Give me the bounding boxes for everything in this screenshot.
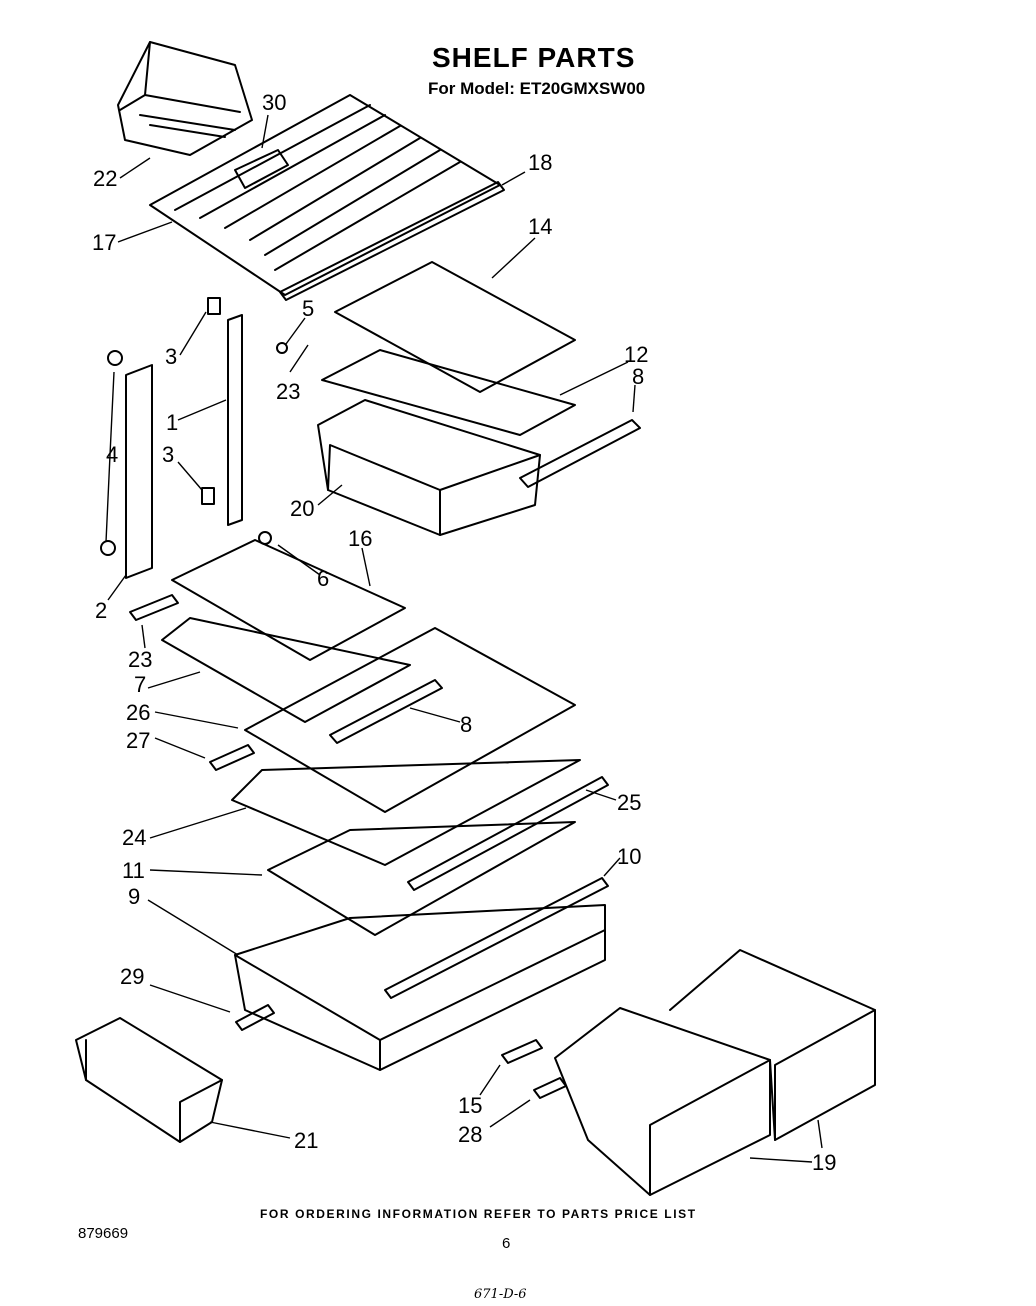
- callout-8-lower: 8: [460, 712, 472, 737]
- part-8-rail-upper: [519, 419, 641, 488]
- callout-2: 2: [95, 598, 107, 623]
- page-number: 6: [502, 1235, 511, 1252]
- callout-3-upper: 3: [165, 344, 177, 369]
- callout-14: 14: [528, 214, 552, 239]
- callout-20: 20: [290, 496, 314, 521]
- callout-29: 29: [120, 964, 144, 989]
- part-8-rail-lower: [329, 679, 443, 744]
- part-14-glass-shelf: [334, 261, 576, 393]
- callout-30: 30: [262, 90, 286, 115]
- part-21-bin: [75, 1017, 223, 1143]
- part-4-bumper-upper: [107, 350, 123, 366]
- part-3-bracket-upper: [207, 297, 221, 315]
- callout-1: 1: [166, 410, 178, 435]
- part-1-vertical-rail: [227, 314, 243, 526]
- part-22-basket: [117, 41, 253, 156]
- callout-9: 9: [128, 884, 140, 909]
- callout-23-lower: 23: [128, 647, 152, 672]
- model-subtitle: For Model: ET20GMXSW00: [428, 79, 646, 98]
- callout-22: 22: [93, 166, 117, 191]
- callout-10: 10: [617, 844, 641, 869]
- part-30-clip: [234, 149, 289, 189]
- part-24-frame: [231, 759, 581, 866]
- callout-24: 24: [122, 825, 146, 850]
- part-28-rail: [533, 1077, 567, 1099]
- callout-18: 18: [528, 150, 552, 175]
- part-11-glass-shelf: [267, 821, 576, 936]
- callout-28: 28: [458, 1122, 482, 1147]
- part-26-glass-shelf: [244, 627, 576, 813]
- callout-8-upper: 8: [632, 364, 644, 389]
- callout-25: 25: [617, 790, 641, 815]
- leader-lines: [105, 114, 823, 1163]
- part-25-rail: [407, 776, 609, 891]
- part-12-frame: [321, 349, 576, 436]
- callout-17: 17: [92, 230, 116, 255]
- callout-11: 11: [122, 858, 145, 883]
- part-15-rail: [501, 1039, 543, 1064]
- part-27-rail: [209, 744, 255, 771]
- callout-27: 27: [126, 728, 150, 753]
- part-9-crisper-frame: [234, 904, 606, 1071]
- part-7-frame: [161, 617, 411, 723]
- callout-15: 15: [458, 1093, 482, 1118]
- part-20-drawer: [317, 399, 541, 536]
- part-16-glass-shelf: [171, 539, 406, 661]
- part-2-vertical-rail: [125, 364, 153, 579]
- callout-21: 21: [294, 1128, 318, 1153]
- part-10-rail: [384, 877, 609, 999]
- callout-3-lower: 3: [162, 442, 174, 467]
- callout-16: 16: [348, 526, 372, 551]
- callout-7: 7: [134, 672, 146, 697]
- callout-5: 5: [302, 296, 314, 321]
- handwritten-code: 671-D-6: [474, 1287, 527, 1302]
- callout-12: 12: [624, 342, 648, 367]
- callout-6: 6: [317, 566, 329, 591]
- part-3-bracket-lower: [201, 487, 215, 505]
- part-5-screw: [276, 342, 288, 354]
- callout-23-upper: 23: [276, 379, 300, 404]
- callout-26: 26: [126, 700, 150, 725]
- document-number: 879669: [78, 1225, 129, 1242]
- callout-labels: 30 22 18 17 14 5 3 23 12 8 1 4 3 20 16 6…: [92, 90, 836, 1175]
- part-19-crisper-drawers: [554, 949, 876, 1196]
- callout-4: 4: [106, 442, 118, 467]
- callout-19: 19: [812, 1150, 836, 1175]
- part-18-rail: [279, 181, 505, 301]
- ordering-note: FOR ORDERING INFORMATION REFER TO PARTS …: [260, 1207, 697, 1221]
- part-23-rail-lower: [129, 594, 179, 621]
- page-title: SHELF PARTS: [432, 42, 636, 73]
- part-4-bumper-lower: [100, 540, 116, 556]
- part-29-rail: [235, 1004, 275, 1031]
